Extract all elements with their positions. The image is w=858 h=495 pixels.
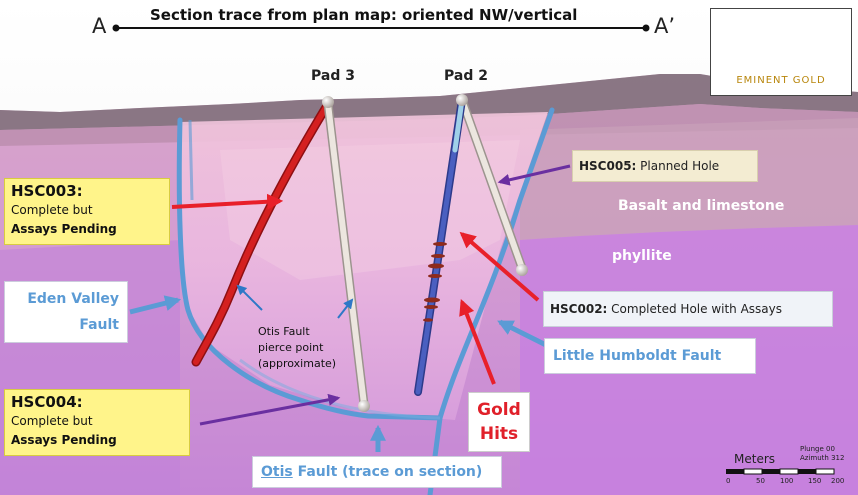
scale-bar (726, 468, 835, 475)
hsc005-desc: Planned Hole (636, 159, 720, 173)
hsc004-callout: HSC004: Complete but Assays Pending (4, 389, 190, 456)
hsc005-callout: HSC005: Planned Hole (572, 150, 758, 182)
orientation-info: Plunge 00 Azimuth 312 (800, 445, 844, 463)
pierce-line3: (approximate) (258, 357, 337, 370)
otis-fault-desc: Fault (trace on section) (292, 464, 483, 480)
scale-tick-0: 0 (726, 477, 731, 485)
hsc004-line1: Complete but (11, 414, 93, 428)
eden-valley-line1: Eden Valley (27, 291, 119, 307)
hsc002-upper-segment (452, 97, 465, 153)
eden-valley-line2: Fault (79, 317, 119, 333)
azimuth-label: Azimuth 312 (800, 454, 845, 462)
section-end-label: A’ (654, 14, 676, 38)
gold-hits-line2: Hits (479, 424, 519, 444)
pierce-arrow-right (337, 298, 354, 319)
terrain-surface (0, 74, 858, 130)
pad3-rod (325, 101, 367, 407)
plunge-label: Plunge 00 (800, 445, 835, 453)
eminent-gold-logo: EMINENT GOLD (710, 8, 852, 96)
hsc002-desc: Completed Hole with Assays (607, 302, 783, 316)
hsc003-hole (193, 101, 331, 365)
left-lower-zone (0, 240, 180, 495)
pierce-point-label: Otis Fault pierce point (approximate) (258, 324, 358, 372)
diagram-title: Section trace from plan map: oriented NW… (150, 6, 578, 24)
little-humboldt-fault-label: Little Humboldt Fault (544, 338, 756, 374)
hsc003-line1: Complete but (11, 203, 93, 217)
phyllite-label: phyllite (612, 248, 672, 264)
eden-valley-fault-label: Eden Valley Fault (4, 281, 128, 343)
section-start-dot (112, 24, 120, 32)
pad2-label: Pad 2 (444, 68, 488, 84)
hsc003-callout: HSC003: Complete but Assays Pending (4, 178, 170, 245)
pierce-line2: pierce point (258, 341, 324, 354)
section-start-label: A (92, 14, 107, 38)
eden-valley-arrow (129, 295, 182, 315)
hsc005-arrow (497, 164, 571, 186)
scale-title: Meters (734, 452, 776, 466)
scale-tick-50: 50 (756, 477, 765, 485)
hsc005-rod-end (516, 264, 528, 276)
hsc004-title: HSC004: (11, 393, 83, 411)
logo-text: EMINENT GOLD (736, 75, 826, 86)
pierce-line1: Otis Fault (258, 325, 310, 338)
hsc005-id: HSC005: (579, 159, 637, 173)
pad2-collar (456, 94, 468, 106)
hsc004-arrow (199, 393, 341, 426)
scale-tick-200: 200 (831, 477, 845, 485)
gold-hits-line1: Gold (477, 400, 521, 420)
hsc002-callout: HSC002: Completed Hole with Assays (543, 291, 833, 327)
otis-fault-label: Otis Fault (trace on section) (252, 456, 502, 488)
scale-tick-150: 150 (808, 477, 822, 485)
pad3-collar (322, 96, 334, 108)
gold-hits-callout: Gold Hits (468, 392, 530, 452)
hsc002-arrow (459, 231, 540, 302)
fault-trace-outline (176, 107, 555, 421)
eden-valley-fault-upper (188, 119, 194, 201)
scale-tick-100: 100 (780, 477, 794, 485)
gold-hit-markers (423, 242, 447, 322)
hsc003-line2: Assays Pending (11, 222, 117, 236)
section-end-dot (642, 24, 650, 32)
hsc003-title: HSC003: (11, 182, 83, 200)
hsc004-line2: Assays Pending (11, 433, 117, 447)
pierce-arrow-left (236, 284, 263, 311)
fault-block (180, 112, 548, 420)
basalt-limestone-label: Basalt and limestone (618, 198, 785, 214)
hsc003-arrow (171, 193, 284, 210)
little-humboldt-arrow (497, 319, 550, 349)
hsc002-id: HSC002: (550, 302, 608, 316)
pad3-label: Pad 3 (311, 68, 355, 84)
pad3-rod-end (358, 400, 370, 412)
gold-hits-arrow (459, 299, 496, 385)
otis-fault-name: Otis (261, 464, 293, 480)
hsc005-rod (459, 97, 525, 271)
